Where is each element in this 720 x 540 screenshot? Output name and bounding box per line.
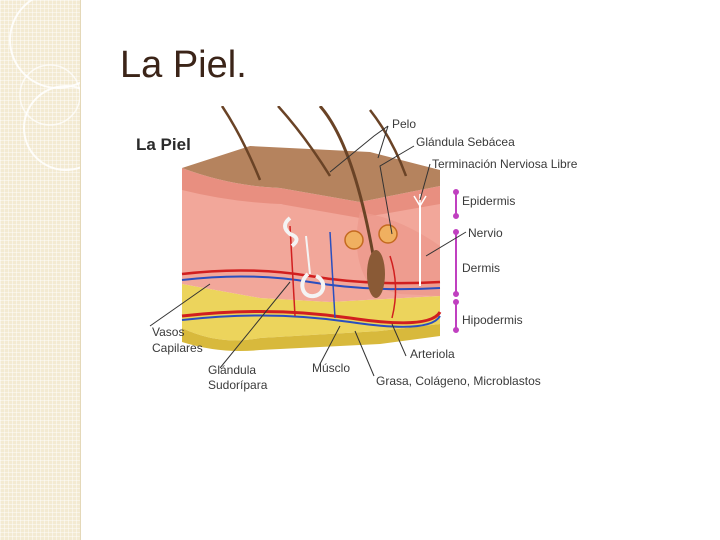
sweat-gland	[283, 216, 326, 299]
label-dermis: Dermis	[462, 261, 500, 275]
label-glandula-line1: Glándula	[208, 363, 256, 377]
label-epidermis: Epidermis	[462, 194, 515, 208]
label-pelo: Pelo	[392, 117, 416, 131]
leader-lines	[149, 125, 467, 377]
label-nervio: Nervio	[468, 226, 503, 240]
label-glandula-sebacea: Glándula Sebácea	[416, 135, 515, 149]
artery-vessel	[181, 269, 441, 285]
vein-vessel	[181, 275, 441, 291]
hair-shafts	[220, 106, 408, 298]
label-glandula-line2: Sudorípara	[208, 378, 268, 392]
label-capilares: Capilares	[152, 341, 203, 355]
label-musculo: Músclo	[312, 361, 350, 375]
label-terminacion-nerviosa: Terminación Nerviosa Libre	[432, 157, 578, 171]
label-vasos: Vasos	[152, 325, 184, 339]
layer-bracket	[453, 189, 459, 333]
label-grasa: Grasa, Colágeno, Microblastos	[376, 374, 541, 388]
skin-surface	[182, 146, 440, 202]
epidermis-layer	[182, 168, 280, 204]
label-arteriola: Arteriola	[410, 347, 455, 361]
label-hipodermis: Hipodermis	[462, 313, 523, 327]
figure-title: La Piel	[136, 135, 191, 154]
skin-diagram: La Piel	[136, 106, 578, 392]
sebaceous-gland	[344, 224, 398, 250]
skin-block-illustration	[181, 106, 442, 351]
nerve-endings	[413, 194, 427, 286]
decorative-side-strip	[0, 0, 81, 540]
slide-title: La Piel.	[120, 44, 247, 86]
